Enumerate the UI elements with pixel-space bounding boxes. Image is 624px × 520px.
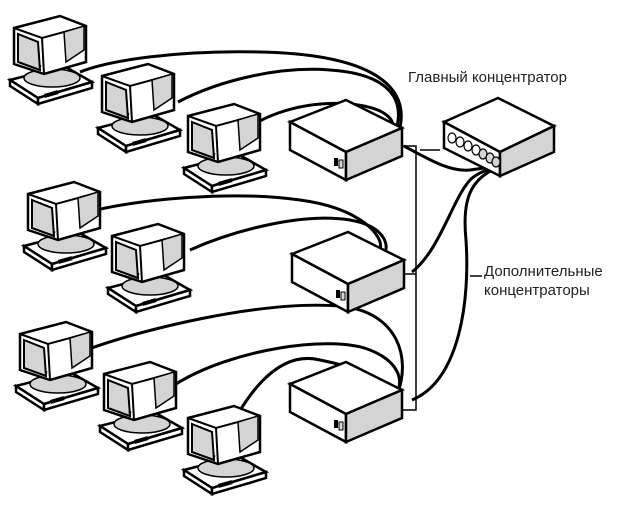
additional-hubs-label-line1: Дополнительные	[484, 263, 603, 280]
hub-ports	[447, 132, 501, 168]
cable-pc1-hub1	[79, 50, 403, 129]
computer-3	[182, 102, 268, 194]
computer-2	[96, 62, 182, 154]
computer-7	[98, 360, 184, 452]
cable-pc6-hub3	[85, 303, 404, 393]
computer-6	[14, 320, 100, 412]
computer-1	[8, 14, 94, 106]
cable-pc7-hub3	[175, 342, 401, 395]
computer-8	[182, 404, 268, 496]
backbone-lines	[398, 145, 482, 411]
hub-3	[288, 360, 404, 444]
cable-pc2-hub1	[177, 67, 400, 131]
vertical-link	[398, 145, 417, 411]
cable-hub3-main	[411, 166, 497, 402]
cable-hub2-main	[411, 164, 499, 274]
computer-5	[106, 222, 192, 314]
cable-pc4-hub2	[95, 194, 383, 251]
additional-hubs-label: Дополнительные концентраторы	[484, 262, 603, 300]
additional-hubs-label-line2: концентраторы	[484, 282, 590, 299]
hub-1	[288, 98, 404, 182]
main-hub	[441, 96, 557, 179]
main-hub-label: Главный концентратор	[408, 69, 567, 86]
computer-4	[22, 180, 108, 272]
cable-pc5-hub2	[189, 216, 388, 255]
